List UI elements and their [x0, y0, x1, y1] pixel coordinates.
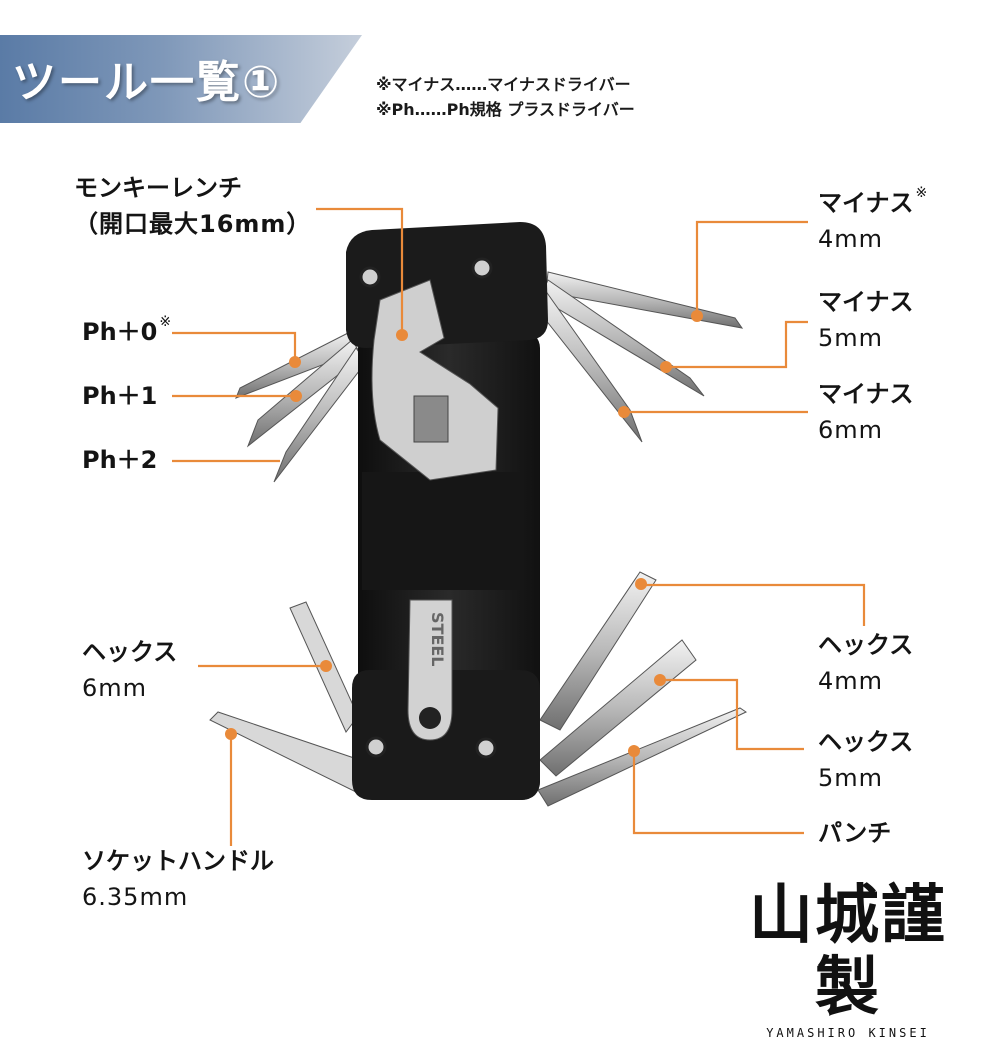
- logo-romaji: YAMASHIRO KINSEI: [766, 1026, 930, 1040]
- middle-band: [362, 472, 522, 590]
- label-socket-handle: ソケットハンドル 6.35mm: [82, 847, 274, 911]
- label-ph1: Ph＋1: [82, 382, 158, 410]
- label-monkey-wrench: モンキーレンチ （開口最大16mm）: [74, 174, 312, 238]
- leader-lines: [172, 207, 866, 846]
- label-minus-6mm: マイナス 6mm: [818, 380, 914, 444]
- wrench-worm: [413, 395, 449, 443]
- note-ph: ※Ph……Ph規格 プラスドライバー: [376, 100, 635, 119]
- multitool-illustration: STEEL: [172, 207, 866, 846]
- label-hex-4mm: ヘックス 4mm: [818, 631, 914, 695]
- label-hex-5mm: ヘックス 5mm: [818, 728, 914, 792]
- leader-dots: [225, 310, 703, 757]
- bottom-cap: [352, 670, 540, 800]
- label-ph0: Ph＋0※: [82, 314, 172, 346]
- minus-driver-bits: [529, 271, 744, 443]
- screws: [359, 257, 497, 759]
- label-punch: パンチ: [818, 819, 892, 847]
- steel-engraving: STEEL: [428, 612, 447, 667]
- phillips-bits: [235, 331, 367, 483]
- brand-logo: 山城謹製 YAMASHIRO KINSEI: [722, 880, 974, 1040]
- hex-keys-right: [537, 571, 748, 807]
- label-minus-4mm: マイナス※ 4mm: [818, 185, 928, 253]
- label-hex-6mm: ヘックス 6mm: [82, 638, 178, 702]
- header-banner: [0, 35, 362, 123]
- note-minus: ※マイナス……マイナスドライバー: [376, 75, 631, 94]
- wrench-handle: [407, 599, 453, 741]
- logo-kanji: 山城謹製: [749, 879, 947, 1025]
- page-title: ツール一覧①: [12, 57, 282, 108]
- wrench-hole: [419, 707, 441, 729]
- label-ph2: Ph＋2: [82, 446, 158, 474]
- legend-notes: ※マイナス……マイナスドライバー ※Ph……Ph規格 プラスドライバー: [376, 72, 635, 122]
- label-minus-5mm: マイナス 5mm: [818, 288, 914, 352]
- hex-keys-left: [209, 601, 361, 793]
